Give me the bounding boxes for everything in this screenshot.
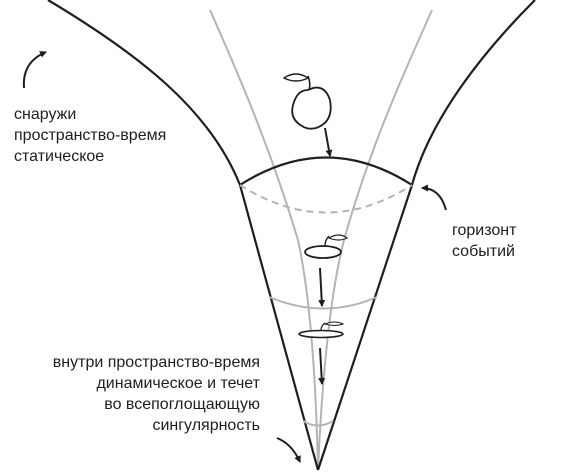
apple-icon: [282, 73, 332, 130]
inside-label-line-4: сингулярность: [152, 417, 260, 434]
outside-label-line-2: пространство-время: [14, 127, 167, 144]
event-horizon-front: [239, 156, 413, 186]
spaghettified-apple-icon: [298, 321, 345, 339]
outside-pointer-arrow-icon: [22, 51, 47, 89]
funnel-wall-right: [316, 0, 536, 471]
horizon-label-line-2: событий: [452, 243, 515, 260]
worldline-curve-left: [209, 9, 319, 471]
fall-arrow-lower: [318, 347, 326, 385]
funnel-wall-left: [47, 0, 320, 471]
outside-label-line-3: статическое: [14, 148, 105, 165]
inner-section-lower: [302, 420, 334, 427]
outside-label-line-1: снаружи: [14, 106, 77, 123]
singularity-pointer-arrow-icon: [276, 437, 301, 463]
event-horizon-label: горизонт событий: [452, 220, 516, 262]
outside-static-label: снаружи пространство-время статическое: [14, 104, 166, 167]
horizon-label-line-1: горизонт: [452, 222, 517, 239]
fall-arrow-middle: [318, 267, 326, 307]
inner-section-upper: [268, 296, 378, 310]
inside-label-line-3: во всепоглощающую: [104, 396, 260, 413]
inside-dynamic-label: внутри пространство-время динамическое и…: [53, 352, 260, 436]
event-horizon-back: [239, 184, 413, 214]
worldline-curve-right: [317, 9, 433, 471]
inside-label-line-1: внутри пространство-время: [52, 354, 260, 371]
horizon-pointer-arrow-icon: [421, 184, 447, 211]
stretched-apple-icon: [304, 234, 349, 259]
inside-label-line-2: динамическое и течет: [96, 375, 260, 392]
fall-arrow-upper: [324, 127, 333, 157]
